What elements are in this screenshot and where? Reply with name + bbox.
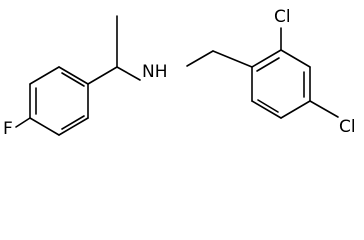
dichlorophenyl-ring <box>251 49 311 119</box>
bond-carbon-fluorine <box>15 117 31 128</box>
fluorine-atom-label: F <box>3 119 13 137</box>
bond-methine-to-nitrogen <box>116 66 141 81</box>
double-bond-inner <box>61 72 85 87</box>
bond <box>280 100 311 119</box>
bond <box>58 66 89 85</box>
bond <box>29 117 60 136</box>
chlorine-ortho-label: Cl <box>274 7 291 27</box>
bond-ring-to-methine <box>87 66 118 85</box>
molecule-structure-diagram: F NH Cl Cl <box>3 7 356 137</box>
fluorophenyl-ring <box>29 66 89 136</box>
bond-nitrogen-to-methylene <box>186 50 214 67</box>
double-bond-inner <box>256 57 280 72</box>
double-bond-inner <box>61 115 85 130</box>
bond <box>251 100 282 119</box>
bond-methylene-to-ring <box>212 50 253 68</box>
bond <box>29 66 60 85</box>
chlorine-para-label: Cl <box>339 117 356 137</box>
bond-carbon-chlorine-para <box>309 100 339 118</box>
bond <box>251 49 282 68</box>
double-bond-inner <box>257 99 279 113</box>
amine-nh-label: NH <box>142 62 168 82</box>
bond <box>58 117 89 136</box>
bond <box>280 49 311 68</box>
